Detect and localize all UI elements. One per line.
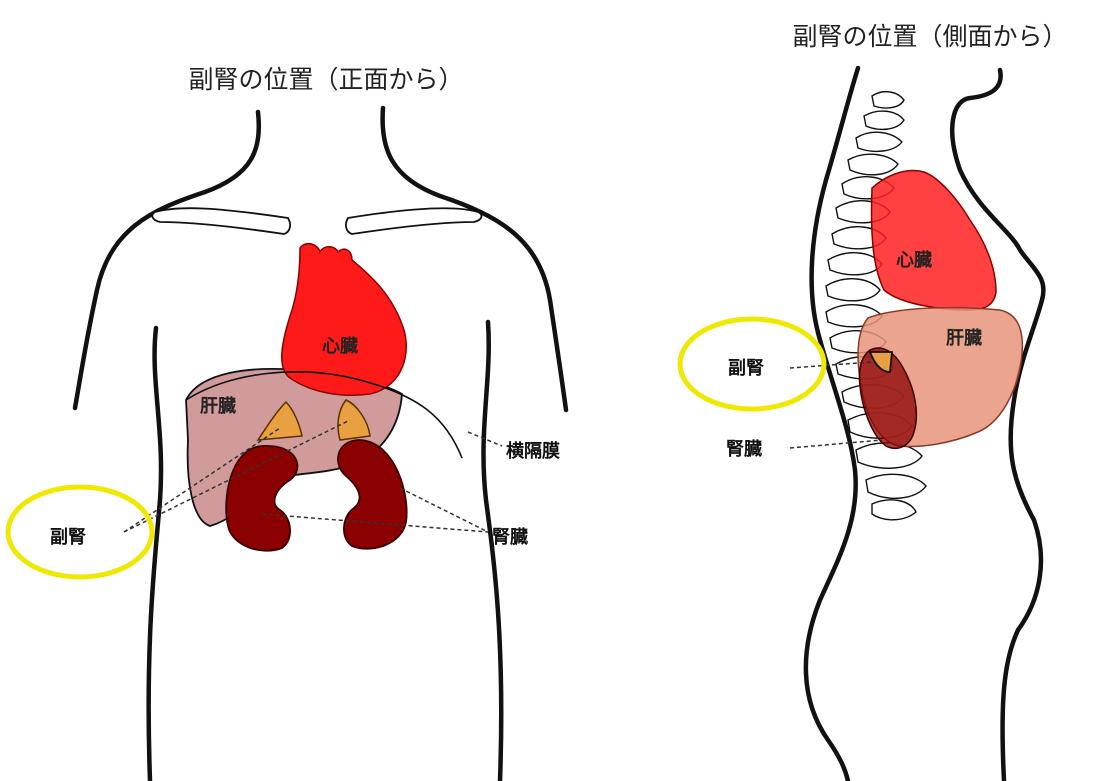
front-right-torso-outline [483,322,501,781]
front-liver-label: 肝臓 [200,396,236,417]
front-left-torso-outline [149,328,161,781]
side-liver-label: 肝臓 [946,328,982,349]
front-diaphragm-label: 横隔膜 [506,440,560,462]
front-adrenal-label: 副腎 [50,527,86,548]
left-clavicle [152,208,290,234]
side-kidney-label: 腎臓 [726,439,762,460]
side-view: 副腎の位置（側面から） [680,22,1068,781]
front-kidney-left [226,446,297,551]
side-heart [872,171,997,310]
side-title: 副腎の位置（側面から） [792,22,1067,51]
front-right-shoulder-outline [383,108,566,410]
front-view: 副腎の位置（正面から） 心臓 肝臓 横隔膜 副腎 腎臓 [8,65,566,781]
front-left-shoulder-outline [75,112,259,408]
side-heart-label: 心臓 [896,250,932,271]
side-adrenal-label: 副腎 [728,358,764,379]
right-clavicle [346,208,482,234]
front-kidney-leader-b [400,488,488,532]
side-spine [826,92,926,520]
front-title: 副腎の位置（正面から） [188,65,463,94]
front-kidney-right [338,440,407,549]
front-kidney-label: 腎臓 [492,527,528,548]
front-heart-label: 心臓 [322,336,358,357]
